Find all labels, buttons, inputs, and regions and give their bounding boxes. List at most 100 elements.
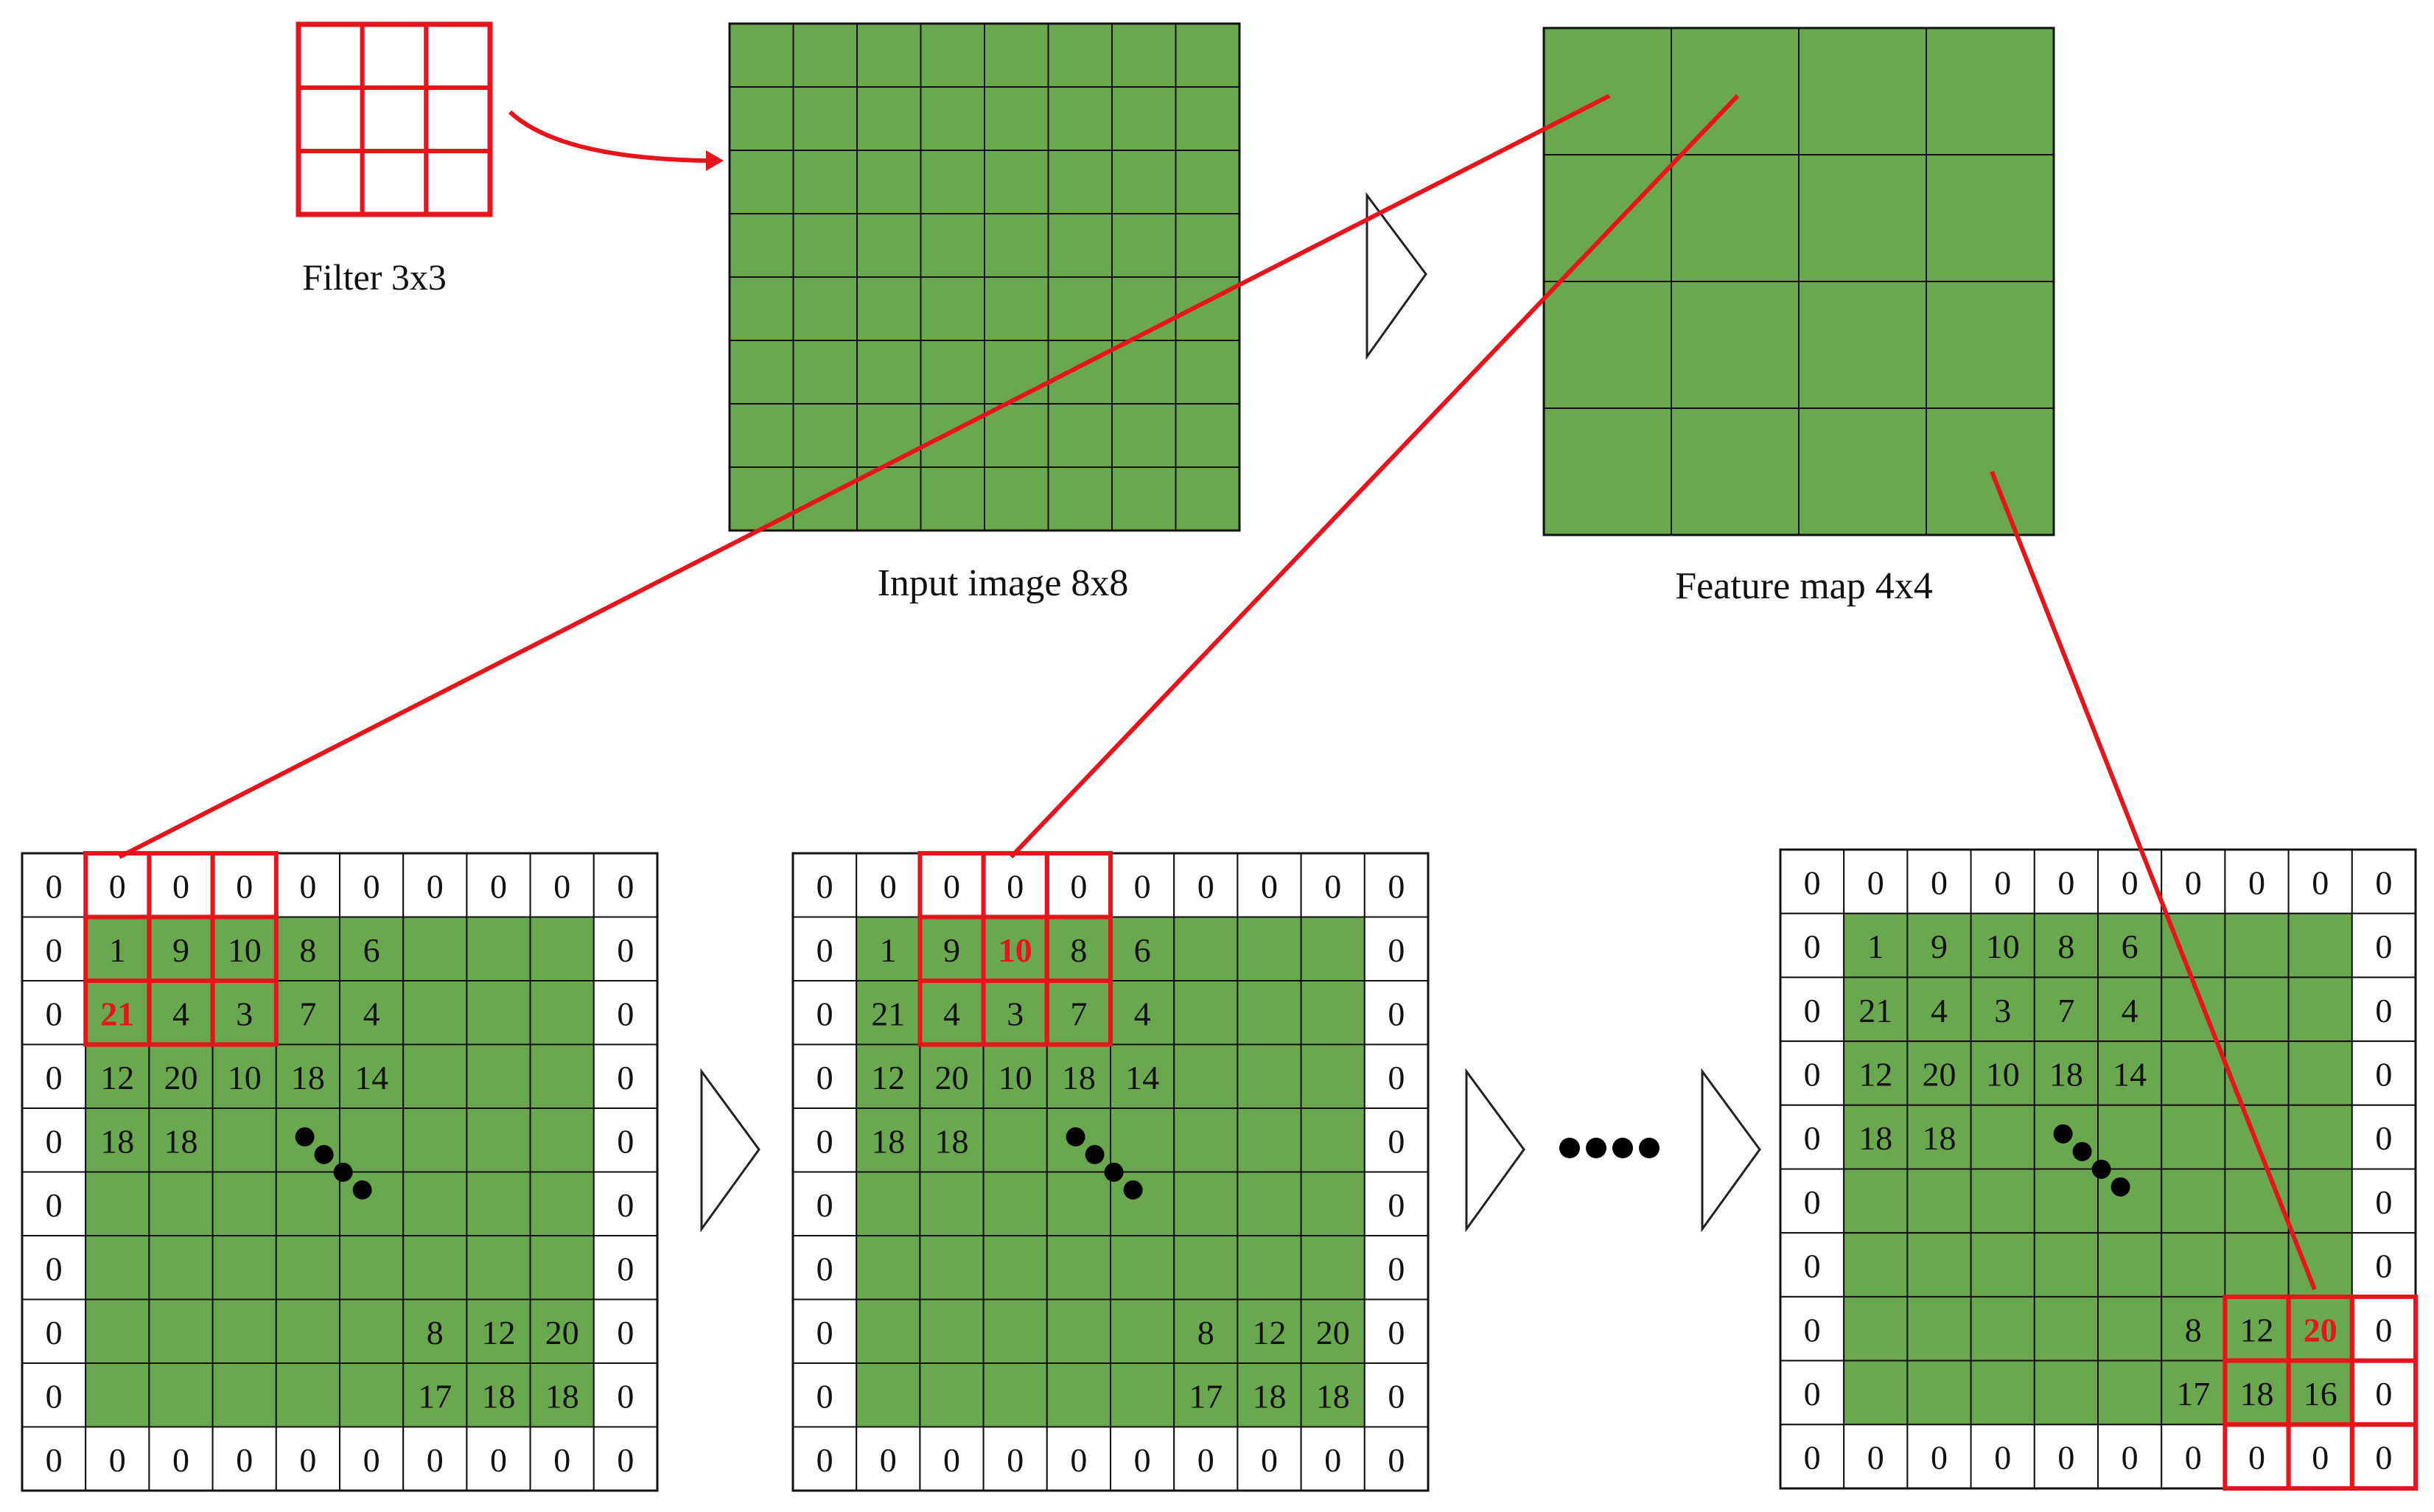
image-cell — [1970, 1295, 2035, 1362]
cell-value: 20 — [935, 1059, 969, 1096]
padding-cell — [792, 1235, 858, 1301]
image-cell — [466, 980, 531, 1046]
image-cell — [1300, 1235, 1365, 1301]
image-cell — [919, 916, 985, 981]
grid-cell — [1543, 154, 1672, 282]
grid-cell — [1111, 403, 1177, 468]
grid-cell — [729, 403, 794, 468]
padding-cell — [792, 1043, 858, 1109]
grid-cell — [920, 213, 985, 278]
padding-cell — [1173, 853, 1239, 918]
grid-cell — [729, 150, 794, 214]
connector-step-last — [1990, 470, 2317, 1291]
cell-value: 0 — [816, 995, 833, 1032]
grid-cell — [1175, 340, 1240, 405]
image-cell — [1300, 980, 1365, 1046]
image-cell — [982, 1171, 1048, 1236]
cell-value: 0 — [1931, 864, 1948, 901]
cell-value: 0 — [1261, 867, 1278, 905]
image-cell — [2033, 1168, 2099, 1234]
cell-value: 0 — [617, 867, 634, 905]
cell-value: 0 — [1804, 928, 1821, 965]
filter-to-input-arrow — [508, 110, 708, 163]
padding-cell — [402, 1426, 468, 1491]
image-cell — [1173, 1107, 1239, 1173]
cell-value: 1 — [1867, 928, 1884, 965]
cell-value: 0 — [46, 1059, 63, 1096]
padding-cell — [1780, 976, 1845, 1043]
ellipsis-dot — [1066, 1127, 1085, 1147]
grid-cell — [1047, 23, 1113, 88]
image-cell — [1843, 1104, 1909, 1170]
cell-value: 0 — [1994, 864, 2011, 901]
grid-cell — [1671, 407, 1800, 536]
panel-border — [1779, 848, 2417, 1490]
grid-cell — [920, 23, 985, 88]
padding-cell — [592, 853, 658, 918]
image-cell — [529, 1107, 595, 1173]
cell-value: 0 — [816, 1059, 833, 1096]
grid-cell — [792, 213, 858, 278]
cell-value: 0 — [2248, 864, 2265, 901]
cell-value: 0 — [617, 1377, 634, 1415]
cell-value: 0 — [1388, 1314, 1405, 1351]
grid-cell — [1798, 407, 1927, 536]
cell-value: 0 — [299, 867, 316, 905]
padding-cell — [529, 1426, 595, 1491]
grid-cell — [856, 276, 922, 341]
cell-value: 0 — [2057, 864, 2074, 901]
padding-cell — [1906, 849, 1972, 914]
cell-value: 0 — [2375, 1439, 2392, 1477]
filter-label: Filter 3x3 — [302, 256, 447, 298]
image-cell — [1110, 1235, 1175, 1301]
grid-cell — [920, 466, 985, 531]
cell-value: 12 — [100, 1059, 134, 1096]
image-cell — [856, 1298, 921, 1364]
cell-value: 20 — [1316, 1314, 1350, 1351]
padding-cell — [1780, 1295, 1845, 1362]
padding-cell — [1237, 1426, 1302, 1491]
grid-cell — [984, 403, 1049, 468]
cell-value: 0 — [1388, 1377, 1405, 1415]
filter-3x3-grid — [295, 21, 493, 217]
image-cell — [211, 1107, 277, 1173]
image-cell — [1173, 1298, 1239, 1364]
image-cell — [466, 1298, 531, 1364]
image-cell — [339, 1171, 405, 1236]
padding-cell — [1363, 1171, 1430, 1236]
cell-value: 0 — [1007, 1441, 1024, 1479]
grid-cell — [856, 403, 922, 468]
image-cell — [2224, 1232, 2290, 1298]
cell-value: 0 — [1261, 1441, 1278, 1479]
padding-cell — [339, 1426, 405, 1491]
image-cell — [1110, 1043, 1175, 1109]
cell-value: 0 — [617, 1314, 634, 1351]
cell-value: 0 — [2122, 1439, 2139, 1477]
image-cell — [466, 1043, 531, 1109]
cell-value: 0 — [109, 867, 126, 905]
cell-value: 17 — [418, 1377, 452, 1415]
cell-value: 0 — [943, 1441, 960, 1479]
grid-cell — [1047, 466, 1113, 531]
image-cell — [402, 1107, 468, 1173]
padding-cell — [402, 853, 468, 918]
image-cell — [275, 1362, 340, 1428]
cell-value: 0 — [617, 1059, 634, 1096]
grid-cell — [1047, 150, 1113, 214]
padding-cell — [1363, 853, 1430, 918]
grid-cell — [1926, 154, 2054, 282]
image-cell — [1300, 1171, 1365, 1236]
cell-value: 12 — [1253, 1314, 1287, 1351]
cell-value: 0 — [1388, 1186, 1405, 1224]
padding-cell — [529, 853, 595, 918]
cell-value: 1 — [880, 931, 897, 969]
image-cell — [1110, 1298, 1175, 1364]
image-cell — [2097, 1168, 2163, 1234]
padding-cell — [2351, 1232, 2417, 1298]
image-cell — [85, 1043, 150, 1109]
cell-value: 0 — [2375, 992, 2392, 1029]
cell-value: 0 — [1197, 1441, 1214, 1479]
cell-value: 0 — [2375, 1183, 2392, 1221]
cell-value: 18 — [164, 1122, 198, 1160]
